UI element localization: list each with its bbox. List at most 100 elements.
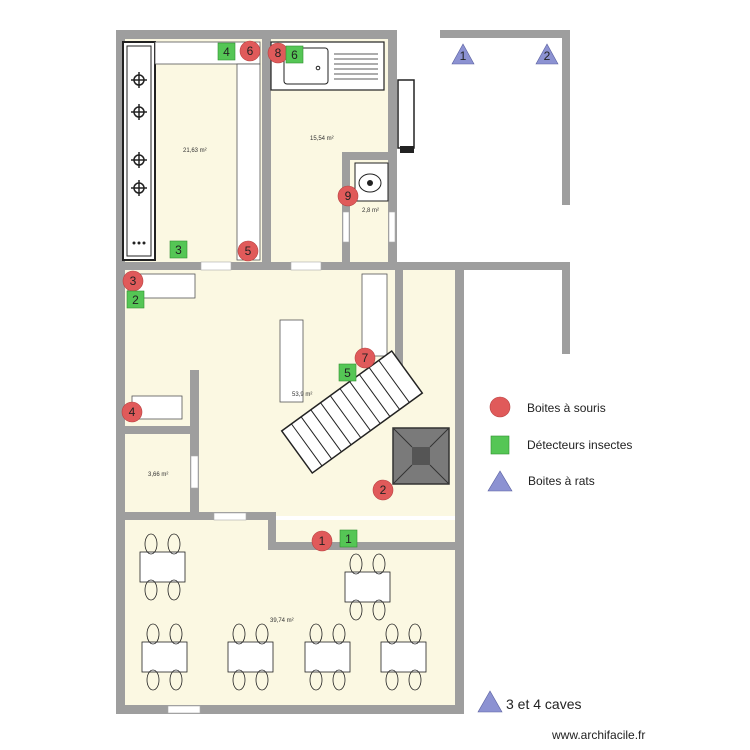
area-label-wc: 2,8 m² <box>362 208 379 214</box>
door-swing-right <box>397 79 415 153</box>
svg-text:7: 7 <box>362 351 369 365</box>
caves-note-label: 3 et 4 caves <box>506 696 582 712</box>
svg-text:5: 5 <box>344 366 351 380</box>
area-label-dish-room: 15,54 m² <box>310 136 334 142</box>
dining-table <box>141 623 188 691</box>
dining-table <box>139 533 186 601</box>
wall-outer-left <box>116 30 125 714</box>
mouse-trap-9[interactable]: 9 <box>337 185 359 207</box>
wall-storage-right <box>190 370 199 516</box>
wall-dining-step <box>268 512 276 550</box>
area-label-main: 53,9 m² <box>292 392 312 398</box>
legend: Boites à souris Détecteurs insectes Boit… <box>487 396 632 492</box>
svg-text:4: 4 <box>129 405 136 419</box>
square-icon <box>490 435 510 455</box>
area-label-kitchen: 21,63 m² <box>183 148 207 154</box>
area-label-dining: 39,74 m² <box>270 618 294 624</box>
triangle-icon <box>477 690 503 713</box>
rat-boxes: 1 2 <box>451 43 559 65</box>
svg-text:2: 2 <box>544 49 551 63</box>
wall-outer-top <box>116 30 396 39</box>
legend-insect-detector: Détecteurs insectes <box>490 435 632 455</box>
insect-detectors: 1 2 3 4 5 6 <box>126 42 358 548</box>
wall-storage-top <box>116 426 192 434</box>
dining-table <box>344 553 391 621</box>
chimney <box>392 427 450 485</box>
branding: www.archifacile.fr <box>551 728 645 742</box>
insect-detector-1[interactable]: 1 <box>339 529 358 548</box>
svg-text:5: 5 <box>245 244 252 258</box>
legend-rat-box: Boites à rats <box>487 470 595 492</box>
door-kitchen-bottom <box>200 261 232 271</box>
mouse-trap-8[interactable]: 8 <box>267 42 289 64</box>
wall-kitchen-divider <box>262 30 271 266</box>
legend-mouse-trap-label: Boites à souris <box>527 401 606 415</box>
dining-tables <box>139 533 427 691</box>
table-central <box>279 319 304 403</box>
mouse-trap-4[interactable]: 4 <box>121 401 143 423</box>
mouse-trap-3[interactable]: 3 <box>122 270 144 292</box>
dining-table <box>304 623 351 691</box>
svg-text:1: 1 <box>345 532 352 546</box>
svg-text:3: 3 <box>175 243 182 257</box>
counter-stair <box>361 273 388 357</box>
svg-text:6: 6 <box>291 48 298 62</box>
triangle-icon <box>487 470 513 492</box>
door-dish-bottom <box>290 261 322 271</box>
wall-dish-right <box>388 30 397 266</box>
rat-box-2[interactable]: 2 <box>535 43 559 65</box>
staircase <box>280 349 424 475</box>
wall-courtyard-right <box>562 30 570 205</box>
wall-outer-right-lower <box>455 266 464 714</box>
svg-text:2: 2 <box>132 293 139 307</box>
stove <box>122 41 156 261</box>
mouse-trap-2[interactable]: 2 <box>372 479 394 501</box>
door-dish-right <box>388 211 396 243</box>
area-label-storage: 3,66 m² <box>148 472 168 478</box>
dining-table <box>380 623 427 691</box>
door-storage <box>190 455 199 489</box>
counter-kitchen-right <box>236 63 261 261</box>
caves-note: 3 et 4 caves <box>477 690 582 713</box>
wall-courtyard-right-lower <box>562 262 570 354</box>
mouse-traps: 1 2 3 4 5 6 7 8 9 <box>121 40 394 552</box>
legend-rat-box-label: Boites à rats <box>528 474 595 488</box>
mouse-trap-7[interactable]: 7 <box>354 347 376 369</box>
wall-dining-top-left <box>116 512 276 520</box>
legend-insect-detector-label: Détecteurs insectes <box>527 438 632 452</box>
insect-detector-4[interactable]: 4 <box>217 42 236 61</box>
dining-table <box>227 623 274 691</box>
wall-outer-bottom <box>116 705 464 714</box>
door-dining-top <box>213 512 247 521</box>
legend-mouse-trap: Boites à souris <box>489 396 606 418</box>
wall-dining-top-right <box>268 542 464 550</box>
insect-detector-5[interactable]: 5 <box>338 363 357 382</box>
wall-stair-right <box>395 266 403 368</box>
rat-box-1[interactable]: 1 <box>451 43 475 65</box>
svg-text:3: 3 <box>130 274 137 288</box>
svg-text:8: 8 <box>275 46 282 60</box>
insect-detector-2[interactable]: 2 <box>126 290 145 309</box>
svg-text:9: 9 <box>345 189 352 203</box>
wall-courtyard-mid <box>456 262 570 270</box>
door-bottom-wall <box>167 705 201 714</box>
mouse-trap-1[interactable]: 1 <box>311 530 333 552</box>
svg-text:1: 1 <box>319 534 326 548</box>
insect-detector-3[interactable]: 3 <box>169 240 188 259</box>
circle-icon <box>489 396 511 418</box>
svg-text:1: 1 <box>460 49 467 63</box>
wall-wc-left <box>342 152 350 266</box>
toilet <box>354 162 389 202</box>
wall-wc-top <box>342 152 396 160</box>
svg-text:6: 6 <box>247 44 254 58</box>
area-labels: 21,63 m² 15,54 m² 2,8 m² 53,9 m² 3,66 m²… <box>148 136 379 624</box>
svg-text:2: 2 <box>380 483 387 497</box>
svg-text:4: 4 <box>223 45 230 59</box>
mouse-trap-5[interactable]: 5 <box>237 240 259 262</box>
openings <box>167 211 396 714</box>
insect-detector-6[interactable]: 6 <box>285 45 304 64</box>
door-wc-left <box>342 211 350 243</box>
mouse-trap-6[interactable]: 6 <box>239 40 261 62</box>
wall-courtyard-top <box>440 30 570 38</box>
